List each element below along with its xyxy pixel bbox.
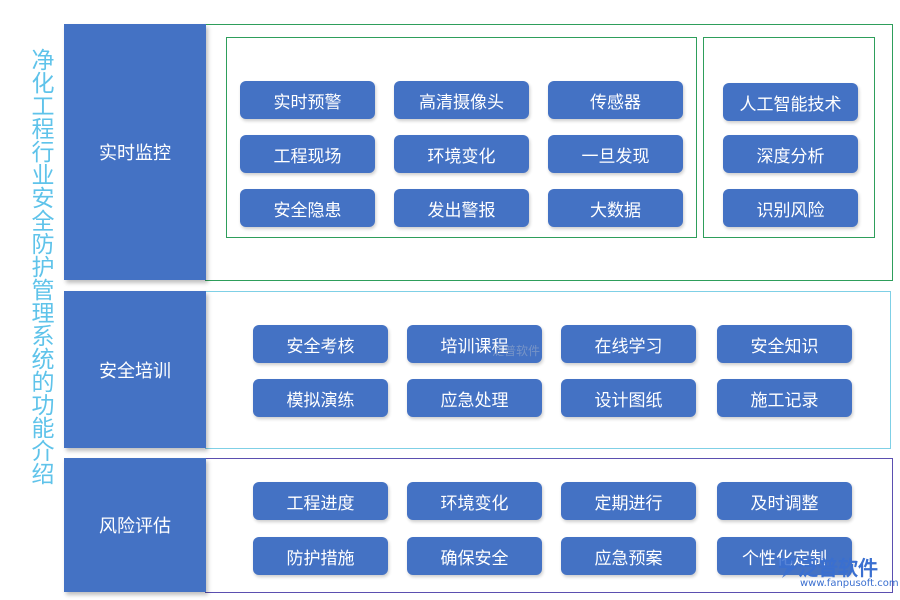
realtime-monitoring-group-basic xyxy=(226,37,697,238)
brand-url: www.fanpusoft.com xyxy=(800,578,899,589)
item-training-course: 培训课程 xyxy=(407,325,542,363)
item-periodic: 定期进行 xyxy=(561,482,696,520)
brand-name: 泛普软件 xyxy=(798,556,878,580)
section-label-realtime-monitoring: 实时监控 xyxy=(64,24,206,280)
item-emergency-plan: 应急预案 xyxy=(561,537,696,575)
section-label-text: 风险评估 xyxy=(99,516,171,537)
realtime-monitoring-group-ai xyxy=(703,37,875,238)
item-deep-analysis: 深度分析 xyxy=(723,135,858,173)
item-simulation-drill: 模拟演练 xyxy=(253,379,388,417)
item-construction-site: 工程现场 xyxy=(240,135,375,173)
page-title: 净化工程行业安全防护管理系统的功能介绍 xyxy=(27,48,53,485)
brand-logo-icon xyxy=(779,558,798,578)
item-timely-adjust: 及时调整 xyxy=(717,482,852,520)
item-safety-hazard: 安全隐患 xyxy=(240,189,375,227)
item-ai-technology: 人工智能技术 xyxy=(723,83,858,121)
item-ensure-safety: 确保安全 xyxy=(407,537,542,575)
item-protective-measures: 防护措施 xyxy=(253,537,388,575)
item-project-progress: 工程进度 xyxy=(253,482,388,520)
item-identify-risk: 识别风险 xyxy=(723,189,858,227)
item-construction-records: 施工记录 xyxy=(717,379,852,417)
item-environment-change: 环境变化 xyxy=(394,135,529,173)
section-label-safety-training: 安全培训 xyxy=(64,291,206,448)
section-label-risk-assessment: 风险评估 xyxy=(64,458,206,592)
section-label-text: 安全培训 xyxy=(99,360,171,382)
item-environment-change-2: 环境变化 xyxy=(407,482,542,520)
item-big-data: 大数据 xyxy=(548,189,683,227)
item-once-detected: 一旦发现 xyxy=(548,135,683,173)
item-customization: 个性化定制 xyxy=(717,537,852,575)
brand-watermark: 泛普软件 www.fanpusoft.com xyxy=(776,552,899,594)
item-online-learning: 在线学习 xyxy=(561,325,696,363)
item-hd-camera: 高清摄像头 xyxy=(394,81,529,119)
section-safety-training-panel xyxy=(205,291,891,449)
item-issue-alarm: 发出警报 xyxy=(394,189,529,227)
item-realtime-warning: 实时预警 xyxy=(240,81,375,119)
item-safety-knowledge: 安全知识 xyxy=(717,325,852,363)
watermark: 泛普软件 xyxy=(492,344,541,358)
item-safety-assessment: 安全考核 xyxy=(253,325,388,363)
item-emergency-handling: 应急处理 xyxy=(407,379,542,417)
item-sensor: 传感器 xyxy=(548,81,683,119)
item-design-drawings: 设计图纸 xyxy=(561,379,696,417)
section-label-text: 实时监控 xyxy=(99,143,171,164)
